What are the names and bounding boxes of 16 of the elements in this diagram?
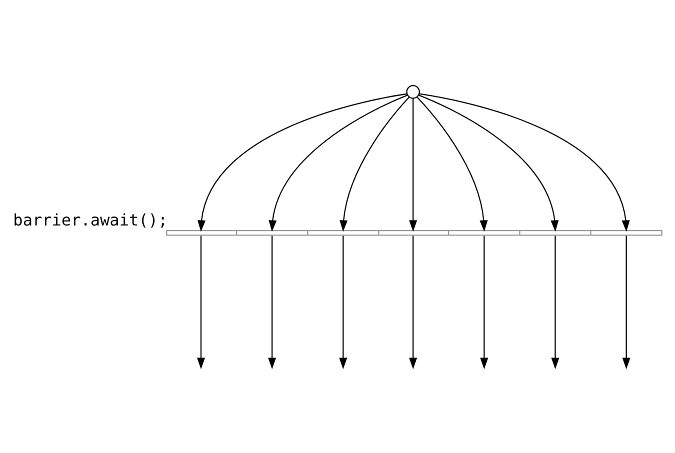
arrow xyxy=(418,92,630,232)
arrow xyxy=(339,96,409,232)
arrow xyxy=(550,235,559,369)
node-label: barrier.await(); xyxy=(12,210,168,230)
arrow xyxy=(622,235,630,369)
arrow xyxy=(416,96,488,232)
arrow xyxy=(480,235,488,369)
arrow xyxy=(268,235,276,369)
arrow xyxy=(197,92,407,232)
arrow xyxy=(338,235,347,369)
arrow xyxy=(268,94,408,232)
arrow xyxy=(418,94,558,232)
arrow xyxy=(408,235,417,369)
arrow xyxy=(408,98,417,232)
node-circle xyxy=(406,84,420,98)
arrow xyxy=(196,235,205,369)
